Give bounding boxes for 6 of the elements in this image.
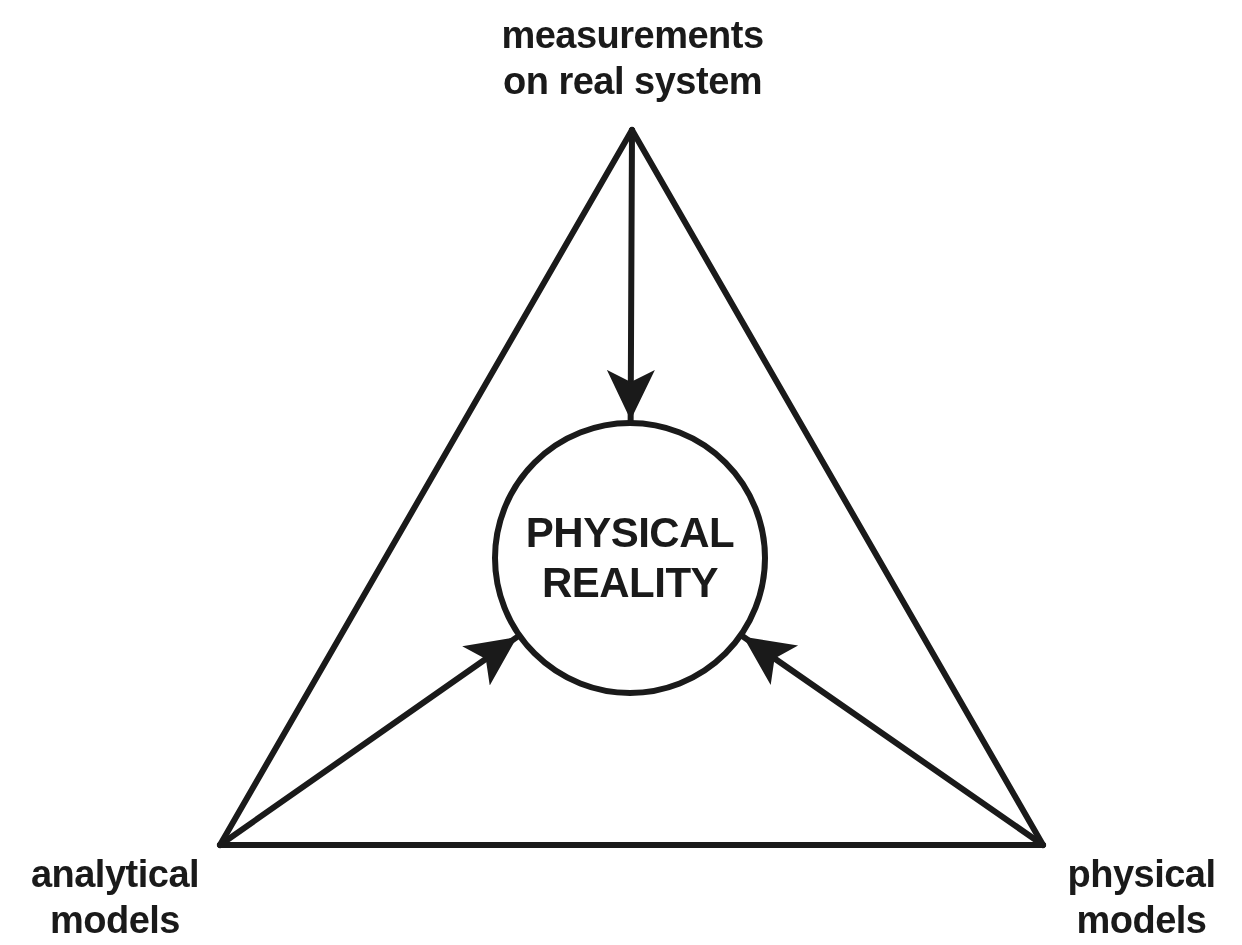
vertex-label: analytical models — [29, 851, 201, 943]
triangle-side — [217, 842, 1046, 848]
circle-node — [492, 420, 768, 696]
vertex-label: measurements on real system — [500, 13, 765, 104]
vertex-label: physical models — [1066, 851, 1217, 943]
circle-label: PHYSICAL REALITY — [524, 508, 736, 608]
